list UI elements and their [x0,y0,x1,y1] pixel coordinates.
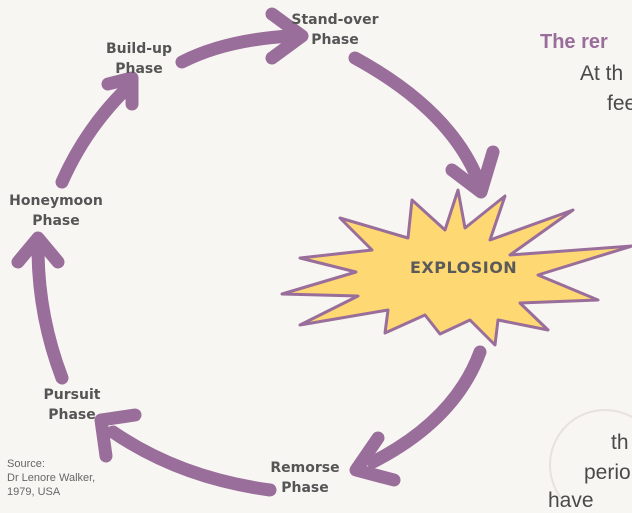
source-line1: Source: [7,458,45,470]
arrowhead-buildup [101,71,139,111]
source-line3: 1979, USA [7,486,61,498]
arrow-remorse-to-pursuit [106,425,277,497]
side-fragment-4: perio [584,461,631,484]
arrowhead-standover [265,7,309,65]
cycle-diagram [11,7,632,501]
phase-buildup: Build-up Phase [94,39,184,79]
phase-buildup-line1: Build-up [105,41,173,57]
side-fragment-2: fee [607,92,632,115]
phase-honeymoon-line1: Honeymoon [9,193,103,209]
phase-honeymoon: Honeymoon Phase [4,191,108,231]
phase-pursuit: Pursuit Phase [30,385,114,425]
arrowhead-honeymoon [11,231,65,269]
arrow-standover-to-explosion [348,51,485,187]
source-citation: Source: Dr Lenore Walker, 1979, USA [7,457,95,499]
phase-remorse-line2: Phase [281,480,329,496]
arrowhead-remorse [349,431,401,487]
side-heading: The rer [540,31,608,53]
arrow-honeymoon-to-buildup [55,83,132,189]
side-fragment-3: th [611,431,629,454]
arrowhead-pursuit [94,408,142,463]
phase-remorse-line1: Remorse [270,460,340,476]
phase-standover-line2: Phase [311,32,359,48]
explosion-burst [280,188,632,347]
arrow-buildup-to-standover [175,29,297,69]
phase-remorse: Remorse Phase [262,458,348,498]
side-fragment-1: At th [580,62,624,85]
phase-pursuit-line1: Pursuit [43,387,101,403]
phase-honeymoon-line2: Phase [32,213,80,229]
phase-standover: Stand-over Phase [290,10,380,50]
source-line2: Dr Lenore Walker, [7,472,96,484]
explosion-label: EXPLOSION [410,258,518,277]
arrow-pursuit-to-honeymoon [31,241,69,385]
phase-standover-line1: Stand-over [291,12,379,28]
side-fragment-5: have [548,489,594,512]
decor-circle [549,409,632,501]
arrowhead-explosion [445,145,500,199]
arrow-explosion-to-remorse [366,345,487,469]
phase-pursuit-line2: Phase [48,407,96,423]
phase-buildup-line2: Phase [115,61,163,77]
